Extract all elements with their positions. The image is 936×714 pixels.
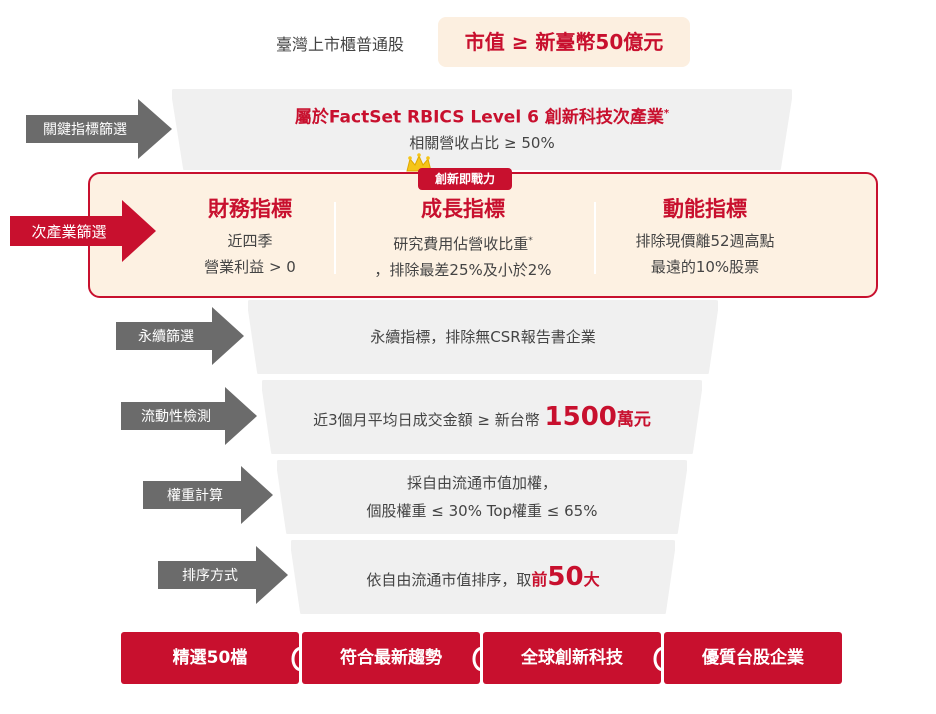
puzzle-piece-latest-trend: 符合最新趨勢 <box>302 632 480 684</box>
puzzle-piece-label: 優質台股企業 <box>702 648 804 668</box>
sustain-text: 永續指標，排除無CSR報告書企業 <box>370 328 596 346</box>
weight-panel <box>277 460 687 534</box>
puzzle-connector-icon <box>653 646 665 672</box>
key-screen-line1: 屬於FactSet RBICS Level 6 創新科技次產業* <box>294 107 670 128</box>
puzzle-connector-icon <box>472 646 484 672</box>
weight-arrow <box>143 466 273 524</box>
sustain-arrow-label: 永續篩選 <box>138 329 194 345</box>
puzzle-piece-quality-tw-stocks: 優質台股企業 <box>664 632 842 684</box>
key-screen-line2: 相關營收占比 ≥ 50% <box>409 134 555 152</box>
puzzle-connector-icon <box>291 646 303 672</box>
puzzle-piece-selected-50: 精選50檔 <box>121 632 299 684</box>
weight-line1: 採自由流通市值加權， <box>406 474 557 492</box>
growth-indicator-line1: 研究費用佔營收比重* <box>393 235 533 253</box>
sustain-panel <box>248 300 718 374</box>
sub-industry-box: 財務指標 近四季 營業利益 > 0 成長指標 研究費用佔營收比重* ，排除最差2… <box>88 172 878 298</box>
key-screen-arrow-label: 關鍵指標篩選 <box>43 122 127 138</box>
liquidity-panel <box>262 380 702 454</box>
market-cap-criterion: 市值 ≥ 新臺幣50億元 <box>438 17 690 67</box>
growth-indicator-title: 成長指標 <box>421 197 505 221</box>
ranking-count: 50 <box>547 562 584 592</box>
puzzle-piece-label: 全球創新科技 <box>521 648 623 668</box>
column-divider <box>334 202 336 274</box>
liquidity-amount: 1500 <box>544 402 617 432</box>
financial-indicator-line2: 營業利益 > 0 <box>204 258 296 276</box>
ranking-arrow <box>158 546 288 604</box>
momentum-indicator-line2: 最遠的10%股票 <box>650 258 760 276</box>
momentum-indicator-line1: 排除現價離52週高點 <box>635 232 775 250</box>
key-screen-arrow <box>26 99 172 159</box>
puzzle-piece-label: 精選50檔 <box>172 648 248 668</box>
growth-indicator-column: 成長指標 研究費用佔營收比重* ，排除最差25%及小於2% <box>338 196 588 283</box>
sub-industry-arrow-label: 次產業篩選 <box>31 223 107 241</box>
sustain-arrow <box>116 307 244 365</box>
weight-line2: 個股權重 ≤ 30% Top權重 ≤ 65% <box>366 502 598 520</box>
financial-indicator-title: 財務指標 <box>208 197 292 221</box>
liquidity-arrow <box>121 387 257 445</box>
innovation-badge: 創新即戰力 <box>418 168 512 190</box>
momentum-indicator-column: 動能指標 排除現價離52週高點 最遠的10%股票 <box>580 196 830 280</box>
weight-arrow-label: 權重計算 <box>167 488 223 504</box>
ranking-text: 依自由流通市值排序，取前50大 <box>366 562 600 592</box>
sub-industry-arrow <box>10 200 156 262</box>
universe-label: 臺灣上市櫃普通股 <box>275 35 404 54</box>
puzzle-piece-global-innovation: 全球創新科技 <box>483 632 661 684</box>
financial-indicator-line1: 近四季 <box>227 232 273 250</box>
ranking-arrow-label: 排序方式 <box>182 568 238 584</box>
momentum-indicator-title: 動能指標 <box>663 197 747 221</box>
puzzle-piece-label: 符合最新趨勢 <box>340 648 442 668</box>
column-divider <box>594 202 596 274</box>
growth-indicator-line2: ，排除最差25%及小於2% <box>374 261 552 279</box>
ranking-panel <box>291 540 675 614</box>
financial-indicator-column: 財務指標 近四季 營業利益 > 0 <box>125 196 375 280</box>
liquidity-arrow-label: 流動性檢測 <box>141 409 211 425</box>
liquidity-text: 近3個月平均日成交金額 ≥ 新台幣 1500萬元 <box>313 402 651 432</box>
crown-icon <box>406 153 432 172</box>
key-screen-panel <box>172 89 792 170</box>
